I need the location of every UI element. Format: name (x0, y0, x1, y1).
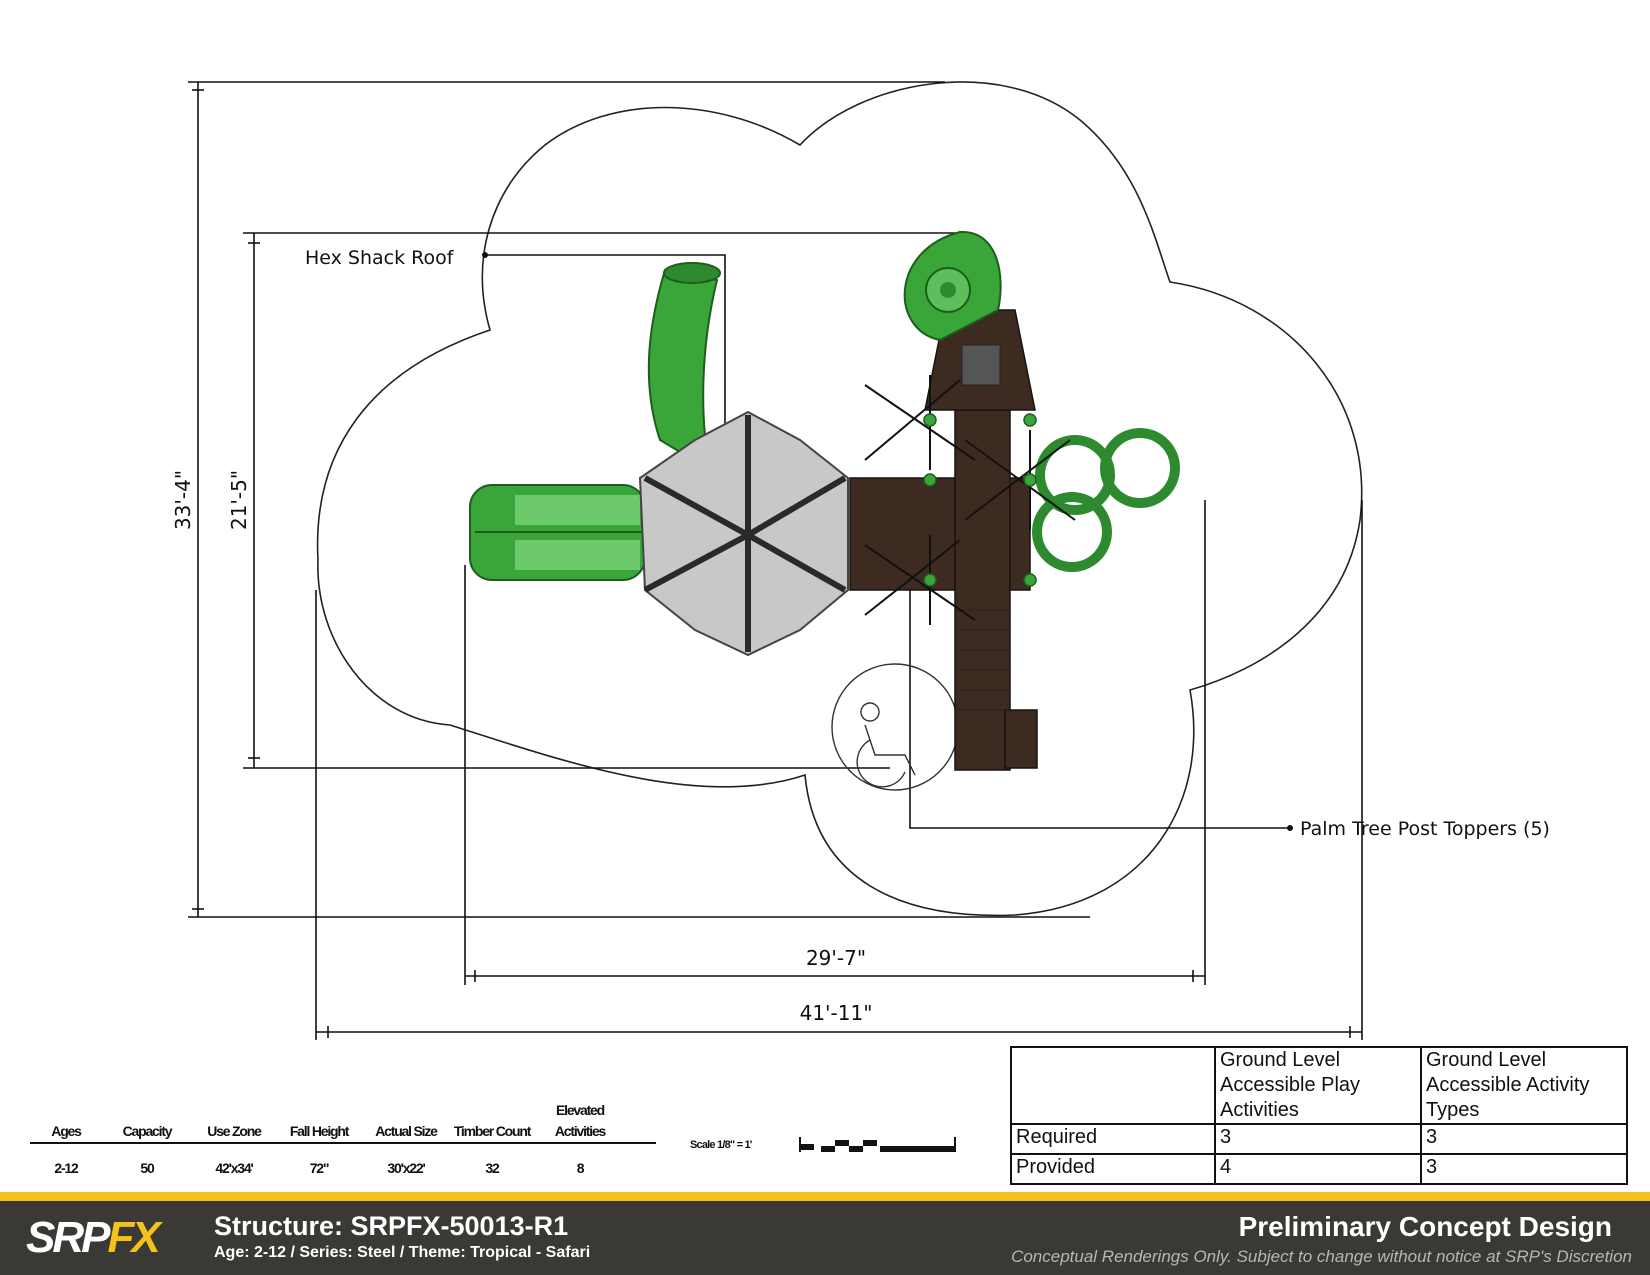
access-row-label: Provided (1010, 1153, 1216, 1185)
spec-header-actual-size: Actual Size (375, 1123, 438, 1139)
spec-header-ages: Ages (51, 1123, 82, 1139)
access-row-provided: Provided 4 3 (1010, 1153, 1628, 1185)
spec-value-use-zone: 42'x34' (215, 1160, 253, 1176)
spec-header-fall-height: Fall Height (289, 1123, 350, 1139)
structure-subtitle: Age: 2-12 / Series: Steel / Theme: Tropi… (214, 1244, 591, 1261)
access-types-value: 3 (1420, 1153, 1628, 1185)
scale-bar: Scale 1/8" = 1' (690, 1132, 970, 1162)
panel-grille (961, 344, 1001, 386)
specs-value-row: 2-12 50 42'x34' 72" 30'x22' 32 8 (30, 1158, 656, 1179)
deck-platforms (849, 309, 1038, 771)
spiral-slide (903, 230, 1002, 342)
spec-value-fall-height: 72" (309, 1160, 330, 1176)
footer-bar: SRPFX Structure: SRPFX-50013-R1 Age: 2-1… (0, 1192, 1650, 1275)
srpfx-logo: SRPFX (26, 1213, 161, 1262)
specifications-table: Ages Capacity Use Zone Fall Height Actua… (30, 1098, 656, 1179)
stair-steps (955, 609, 1010, 711)
access-play-value: 3 (1214, 1123, 1422, 1155)
access-header-row: Ground Level Accessible Play Activities … (1010, 1046, 1628, 1125)
access-types-value: 3 (1420, 1123, 1628, 1155)
use-zone-outline (316, 81, 1363, 917)
spec-header-elevated-activities: Elevated Activities (554, 1102, 606, 1139)
spec-header-use-zone: Use Zone (207, 1123, 262, 1139)
callout-hex-shack-roof: Hex Shack Roof (305, 247, 455, 269)
spec-value-actual-size: 30'x22' (387, 1160, 425, 1176)
spec-header-capacity: Capacity (122, 1123, 173, 1139)
access-row-required: Required 3 3 (1010, 1123, 1628, 1155)
callout-palm-tree-post-toppers: Palm Tree Post Toppers (5) (1300, 818, 1550, 840)
post-caps (923, 413, 1037, 587)
disclaimer-text: Conceptual Renderings Only. Subject to c… (1011, 1247, 1632, 1266)
access-header-blank (1010, 1046, 1216, 1125)
hex-shack-roof (638, 410, 849, 657)
dim-actual-depth: 21'-5" (227, 470, 251, 530)
dimension-lines (188, 81, 1363, 1040)
access-header-activity-types: Ground Level Accessible Activity Types (1420, 1046, 1628, 1125)
access-play-value: 4 (1214, 1153, 1422, 1185)
loop-climbers (1032, 428, 1180, 572)
spec-value-capacity: 50 (140, 1160, 154, 1176)
spec-header-timber-count: Timber Count (453, 1123, 532, 1139)
dim-total-width: 41'-11" (800, 1001, 873, 1025)
double-slide (469, 484, 646, 581)
accessibility-icon (831, 663, 959, 791)
structure-title: Structure: SRPFX-50013-R1 (214, 1211, 569, 1241)
site-plan-drawing: 33'-4" 21'-5" 29'-7" 41'-11" Hex Shack R… (171, 81, 1550, 1040)
design-title: Preliminary Concept Design (1238, 1211, 1612, 1242)
scale-ruler (799, 1137, 956, 1152)
spec-value-ages: 2-12 (54, 1160, 78, 1176)
spec-value-timber-count: 32 (485, 1160, 499, 1176)
specs-header-row: Ages Capacity Use Zone Fall Height Actua… (30, 1098, 656, 1144)
dim-actual-width: 29'-7" (806, 946, 866, 970)
access-row-label: Required (1010, 1123, 1216, 1155)
spec-value-elevated-activities: 8 (576, 1160, 585, 1176)
dim-total-height: 33'-4" (171, 470, 195, 530)
access-header-play-activities: Ground Level Accessible Play Activities (1214, 1046, 1422, 1125)
accessibility-table: Ground Level Accessible Play Activities … (1010, 1046, 1628, 1185)
scale-label: Scale 1/8" = 1' (690, 1139, 752, 1151)
